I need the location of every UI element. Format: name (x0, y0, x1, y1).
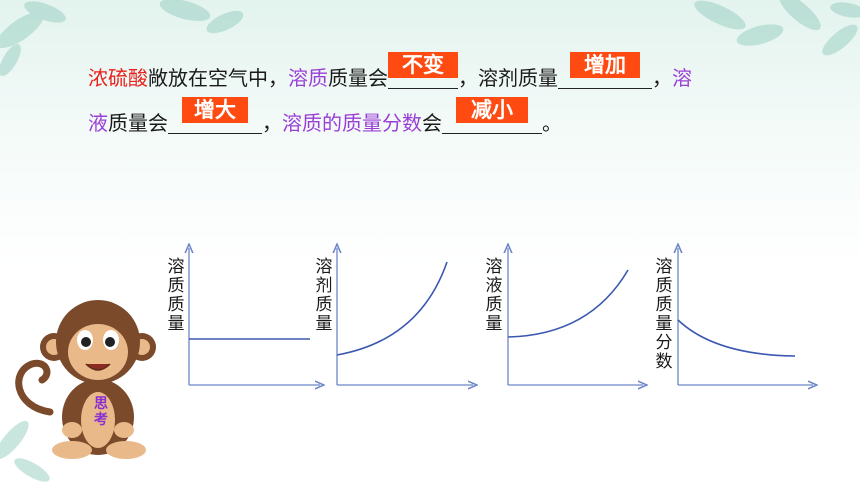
text-segment: 质量会 (108, 111, 168, 135)
text-segment: 会 (422, 111, 442, 135)
text-segment: 。 (542, 111, 562, 135)
answer-box-4: 减小 (456, 97, 528, 123)
highlight-solute: 溶质 (288, 66, 328, 90)
text-segment: 质量会 (328, 66, 388, 90)
highlight-solution-part1: 溶 (672, 66, 692, 90)
question-line-1: 浓硫酸敞放在空气中，溶质质量会不变，溶剂质量增加 ，溶 (88, 52, 692, 91)
answer-box-1: 不变 (388, 52, 458, 78)
answer-blank-2: 增加 (558, 52, 652, 89)
answer-box-2: 增加 (570, 52, 640, 78)
graph1-ylabel: 溶质质量 (167, 257, 185, 334)
answer-box-3: 增大 (182, 97, 248, 123)
answer-blank-1: 不变 (388, 52, 458, 89)
highlight-mass-fraction: 溶质的质量分数 (282, 111, 422, 135)
text-segment: ， (262, 111, 282, 135)
answer-blank-4: 减小 (442, 97, 542, 134)
text-segment: 敞放在空气中， (148, 66, 288, 90)
monkey-thinking-illustration (15, 300, 156, 459)
graph4-ylabel: 溶质质量分数 (655, 257, 673, 372)
answer-blank-3: 增大 (168, 97, 262, 134)
text-segment: ，溶剂质量 (458, 66, 558, 90)
graph2-ylabel: 溶剂质量 (315, 257, 333, 334)
graph2-curve (336, 261, 448, 356)
graph3-curve (507, 269, 629, 338)
graph3-ylabel: 溶液质量 (485, 257, 503, 334)
highlight-concentrated-sulfuric-acid: 浓硫酸 (88, 66, 148, 90)
text-segment: ， (652, 66, 672, 90)
highlight-solution-part2: 液 (88, 111, 108, 135)
question-line-2: 液质量会增大 ，溶质的质量分数会减小。 (88, 97, 562, 136)
graph4-curve (677, 319, 796, 357)
think-badge: 思考 (94, 396, 108, 428)
